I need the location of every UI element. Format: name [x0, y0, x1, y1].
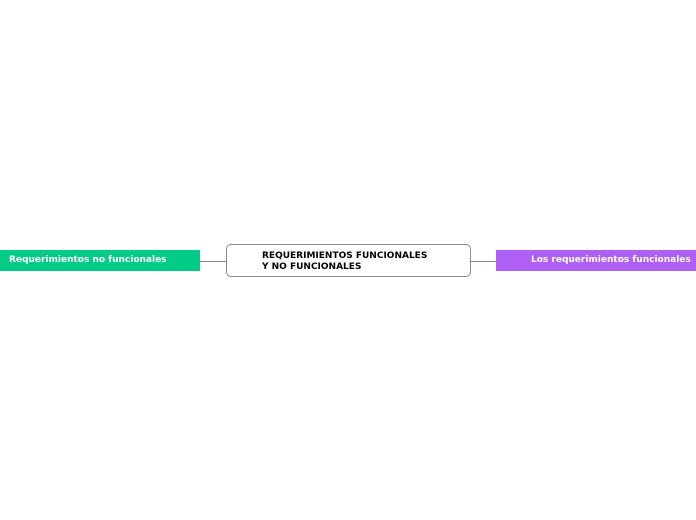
central-topic[interactable]: REQUERIMIENTOS FUNCIONALES Y NO FUNCIONA…: [226, 244, 471, 277]
branch-label: Los requerimientos funcionales: [531, 255, 691, 265]
connector-right: [471, 261, 496, 262]
central-topic-line1: REQUERIMIENTOS FUNCIONALES: [262, 251, 428, 261]
branch-requerimientos-no-funcionales[interactable]: Requerimientos no funcionales: [0, 250, 200, 271]
connector-left: [200, 261, 226, 262]
central-topic-line2: Y NO FUNCIONALES: [262, 262, 362, 272]
branch-requerimientos-funcionales[interactable]: Los requerimientos funcionales: [496, 250, 696, 271]
branch-label: Requerimientos no funcionales: [9, 255, 167, 265]
